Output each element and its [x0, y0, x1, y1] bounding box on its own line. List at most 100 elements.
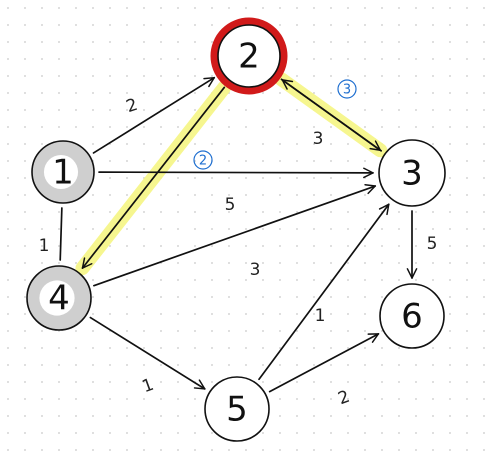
grid-dot — [330, 245, 332, 247]
grid-dot — [330, 211, 332, 213]
grid-dot — [7, 432, 9, 434]
grid-dot — [177, 194, 179, 196]
grid-dot — [483, 245, 485, 247]
grid-dot — [160, 347, 162, 349]
grid-dot — [381, 126, 383, 128]
grid-dot — [211, 296, 213, 298]
grid-dot — [75, 109, 77, 111]
node-4[interactable]: 4 — [26, 265, 92, 331]
edge-2-4[interactable] — [81, 86, 226, 269]
grid-dot — [143, 347, 145, 349]
grid-dot — [228, 228, 230, 230]
grid-dot — [466, 92, 468, 94]
grid-dot — [279, 381, 281, 383]
edge-4-5[interactable] — [89, 316, 206, 390]
grid-dot — [466, 58, 468, 60]
grid-dot — [330, 415, 332, 417]
grid-dot — [177, 279, 179, 281]
grid-dot — [449, 296, 451, 298]
grid-dot — [483, 7, 485, 9]
grid-dot — [483, 211, 485, 213]
grid-dot — [109, 75, 111, 77]
grid-dot — [211, 7, 213, 9]
grid-dot — [279, 432, 281, 434]
grid-dot — [483, 228, 485, 230]
grid-dot — [41, 330, 43, 332]
grid-dot — [7, 92, 9, 94]
grid-dot — [483, 432, 485, 434]
edge-1-2[interactable] — [92, 76, 216, 154]
grid-dot — [245, 330, 247, 332]
grid-dot — [109, 7, 111, 9]
grid-dot — [177, 449, 179, 451]
grid-dot — [24, 160, 26, 162]
grid-dot — [143, 279, 145, 281]
grid-dot — [92, 381, 94, 383]
edge-layer — [59, 76, 418, 393]
order-badge-text-2-3: 3 — [343, 83, 351, 98]
grid-dot — [245, 245, 247, 247]
grid-dot — [75, 381, 77, 383]
node-inner-fill — [43, 154, 79, 190]
grid-dot — [381, 432, 383, 434]
grid-dot — [58, 449, 60, 451]
grid-dot — [262, 143, 264, 145]
edge-1-3[interactable] — [98, 167, 374, 179]
grid-dot — [75, 211, 77, 213]
grid-dot — [296, 449, 298, 451]
edge-5-6[interactable] — [268, 332, 380, 393]
node-3[interactable]: 3 — [378, 139, 446, 207]
grid-dot — [347, 211, 349, 213]
node-5[interactable]: 5 — [204, 376, 270, 442]
grid-dot — [466, 279, 468, 281]
grid-dot — [109, 41, 111, 43]
grid-dot — [381, 449, 383, 451]
grid-dot — [245, 211, 247, 213]
grid-dot — [296, 381, 298, 383]
grid-dot — [330, 381, 332, 383]
edge-5-3[interactable] — [258, 203, 390, 381]
grid-dot — [296, 126, 298, 128]
grid-dot — [194, 330, 196, 332]
grid-dot — [381, 75, 383, 77]
grid-dot — [41, 228, 43, 230]
grid-dot — [364, 75, 366, 77]
grid-dot — [92, 194, 94, 196]
grid-dot — [398, 279, 400, 281]
grid-dot — [466, 194, 468, 196]
grid-dot — [398, 228, 400, 230]
node-6[interactable]: 6 — [379, 283, 445, 349]
grid-dot — [432, 92, 434, 94]
edge-3-2[interactable] — [281, 79, 382, 152]
grid-dot — [347, 177, 349, 179]
grid-dot — [143, 449, 145, 451]
node-1[interactable]: 1 — [31, 140, 95, 204]
grid-dot — [279, 24, 281, 26]
grid-dot — [279, 109, 281, 111]
grid-dot — [262, 449, 264, 451]
grid-dot — [24, 347, 26, 349]
grid-dot — [313, 449, 315, 451]
order-badge-text-2-4: 2 — [199, 154, 207, 169]
grid-dot — [109, 24, 111, 26]
grid-dot — [92, 449, 94, 451]
grid-dot — [245, 347, 247, 349]
edge-4-3[interactable] — [93, 184, 377, 287]
grid-dot — [7, 58, 9, 60]
grid-dot — [126, 126, 128, 128]
grid-dot — [483, 381, 485, 383]
edge-1-4[interactable] — [59, 207, 63, 261]
grid-dot — [194, 364, 196, 366]
grid-dot — [58, 24, 60, 26]
grid-dot — [228, 177, 230, 179]
grid-dot — [279, 398, 281, 400]
grid-dot — [347, 109, 349, 111]
grid-dot — [279, 296, 281, 298]
grid-dot — [347, 432, 349, 434]
node-2[interactable]: 2 — [210, 17, 288, 95]
grid-dot — [177, 92, 179, 94]
grid-dot — [58, 109, 60, 111]
grid-dot — [143, 381, 145, 383]
grid-dot — [313, 58, 315, 60]
grid-dot — [177, 415, 179, 417]
